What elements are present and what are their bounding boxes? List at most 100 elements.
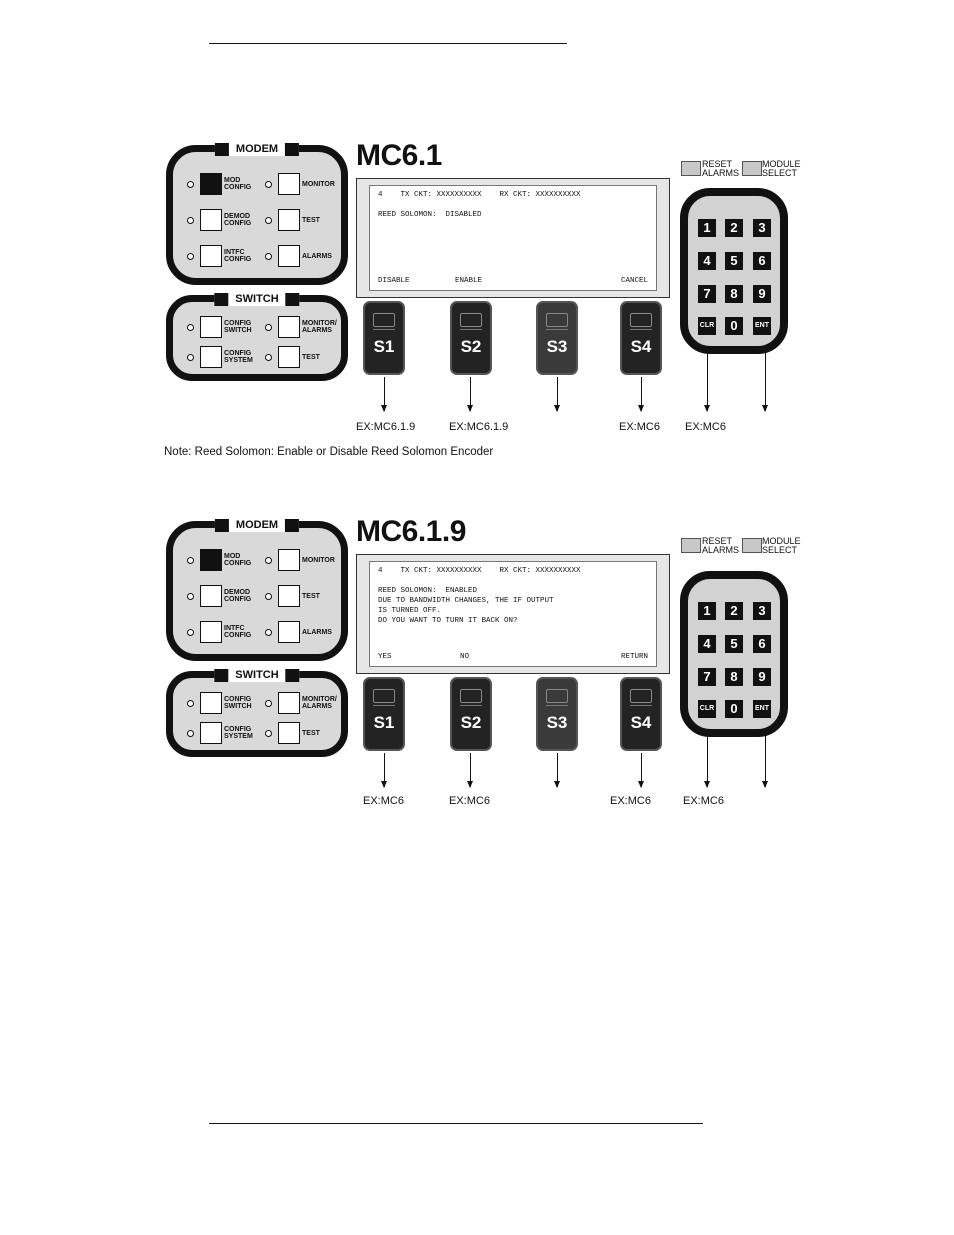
monitor-alarms-button[interactable] [278, 316, 300, 338]
reset-alarms-button[interactable] [681, 538, 701, 553]
s2-key[interactable]: S2 [450, 301, 492, 375]
arrow-s2 [467, 377, 473, 412]
arrow-s2 [467, 753, 473, 788]
key-2[interactable]: 2 [725, 602, 743, 620]
exit-label-s1: EX:MC6.1.9 [356, 421, 416, 433]
module-select-button[interactable] [742, 538, 762, 553]
monitor-alarms-label: MONITOR/ ALARMS [302, 696, 337, 710]
module-select-button[interactable] [742, 161, 762, 176]
demod-config-button[interactable] [200, 209, 222, 231]
key-clr[interactable]: CLR [698, 700, 716, 718]
s1-label: S1 [373, 713, 395, 732]
figure-mc6-1-9: MODEM MOD CONFIG MONITOR DEMOD CONFIG TE… [0, 515, 954, 841]
key-3[interactable]: 3 [753, 602, 771, 620]
switch-panel: SWITCH CONFIG SWITCH MONITOR/ ALARMS CON… [166, 293, 348, 381]
s2-key[interactable]: S2 [450, 677, 492, 751]
key-0[interactable]: 0 [725, 700, 743, 718]
key-5[interactable]: 5 [725, 635, 743, 653]
key-clr[interactable]: CLR [698, 317, 716, 335]
config-switch-label: CONFIG SWITCH [224, 696, 252, 710]
modem-heading: MODEM [214, 143, 300, 156]
s4-key[interactable]: S4 [620, 301, 662, 375]
switch-test-button[interactable] [278, 346, 300, 368]
key-ent[interactable]: ENT [753, 317, 771, 335]
key-6[interactable]: 6 [753, 252, 771, 270]
s1-label: S1 [373, 337, 395, 356]
exit-label-clr: EX:MC6 [685, 421, 726, 433]
test-button[interactable] [278, 209, 300, 231]
switch-test-label: TEST [302, 729, 320, 737]
modem-heading: MODEM [214, 519, 300, 532]
reset-alarms-button[interactable] [681, 161, 701, 176]
monitor-button[interactable] [278, 549, 300, 571]
alarms-button[interactable] [278, 621, 300, 643]
lcd-line: IS TURNED OFF. [378, 607, 442, 615]
led [187, 252, 194, 260]
softkey-label-2: ENABLE [455, 277, 483, 285]
mod-config-button[interactable] [200, 173, 222, 195]
key-8[interactable]: 8 [725, 668, 743, 686]
config-system-button[interactable] [200, 722, 222, 744]
key-5[interactable]: 5 [725, 252, 743, 270]
modem-panel: MODEM MOD CONFIG MONITOR DEMOD CONFIG TE… [166, 143, 348, 285]
config-system-button[interactable] [200, 346, 222, 368]
s3-label: S3 [546, 713, 568, 732]
key-6[interactable]: 6 [753, 635, 771, 653]
key-4[interactable]: 4 [698, 252, 716, 270]
monitor-label: MONITOR [302, 180, 335, 188]
alarms-button[interactable] [278, 245, 300, 267]
key-1[interactable]: 1 [698, 219, 716, 237]
s4-key[interactable]: S4 [620, 677, 662, 751]
arrow-s3 [554, 753, 560, 788]
monitor-button[interactable] [278, 173, 300, 195]
key-7[interactable]: 7 [698, 285, 716, 303]
lcd-line: REED SOLOMON: ENABLED [378, 587, 478, 595]
led [187, 323, 194, 331]
s1-key[interactable]: S1 [363, 677, 405, 751]
key-9[interactable]: 9 [753, 285, 771, 303]
intfc-config-label: INTFC CONFIG [224, 249, 252, 263]
key-2[interactable]: 2 [725, 219, 743, 237]
exit-label-s4: EX:MC6 [619, 421, 660, 433]
s3-key[interactable]: S3 [536, 677, 578, 751]
config-switch-button[interactable] [200, 692, 222, 714]
exit-label-clr: EX:MC6 [683, 795, 724, 807]
softkey-label-1: DISABLE [378, 277, 410, 285]
key-7[interactable]: 7 [698, 668, 716, 686]
alarms-label: ALARMS [302, 628, 332, 636]
exit-label-s2: EX:MC6.1.9 [449, 421, 509, 433]
key-4[interactable]: 4 [698, 635, 716, 653]
intfc-config-button[interactable] [200, 245, 222, 267]
keypad: 1 2 3 4 5 6 7 8 9 CLR 0 ENT [680, 188, 788, 354]
softkey-label-2: NO [460, 653, 470, 661]
monitor-alarms-button[interactable] [278, 692, 300, 714]
intfc-config-button[interactable] [200, 621, 222, 643]
key-3[interactable]: 3 [753, 219, 771, 237]
intfc-config-label: INTFC CONFIG [224, 625, 252, 639]
key-9[interactable]: 9 [753, 668, 771, 686]
demod-config-label: DEMOD CONFIG [224, 589, 252, 603]
led [265, 592, 272, 600]
config-switch-button[interactable] [200, 316, 222, 338]
key-8[interactable]: 8 [725, 285, 743, 303]
test-label: TEST [302, 216, 320, 224]
test-button[interactable] [278, 585, 300, 607]
key-ent[interactable]: ENT [753, 700, 771, 718]
s3-key[interactable]: S3 [536, 301, 578, 375]
switch-test-button[interactable] [278, 722, 300, 744]
config-system-label: CONFIG SYSTEM [224, 726, 253, 740]
arrow-ent [762, 335, 768, 412]
key-1[interactable]: 1 [698, 602, 716, 620]
screen-title: MC6.1 [356, 139, 442, 172]
note-text: Note: Reed Solomon: Enable or Disable Re… [164, 446, 494, 458]
mod-config-button[interactable] [200, 549, 222, 571]
key-0[interactable]: 0 [725, 317, 743, 335]
config-switch-label: CONFIG SWITCH [224, 320, 252, 334]
led [265, 699, 272, 707]
softkey-label-1: YES [378, 653, 392, 661]
s1-key[interactable]: S1 [363, 301, 405, 375]
arrow-s1 [381, 753, 387, 788]
led [265, 628, 272, 636]
demod-config-button[interactable] [200, 585, 222, 607]
reset-alarms-label: RESET ALARMS [702, 159, 740, 178]
